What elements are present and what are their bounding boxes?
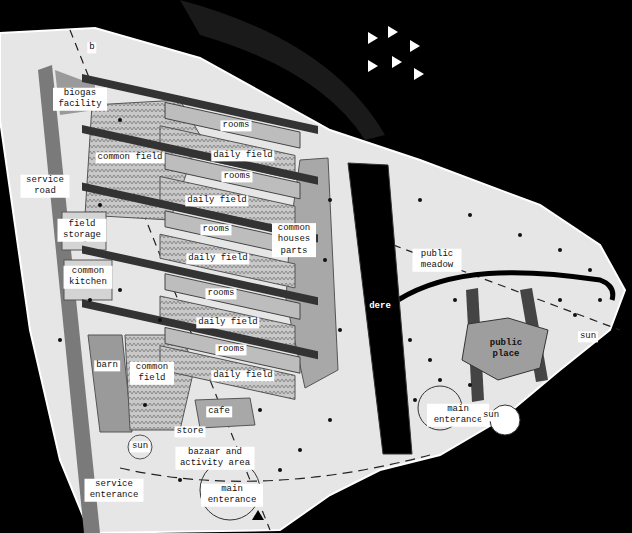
tree-dot — [453, 298, 457, 302]
plan-label: rooms — [200, 224, 231, 235]
tree-dot — [278, 468, 282, 472]
plan-label: b — [87, 42, 96, 53]
plan-label: field storage — [58, 219, 107, 242]
dashed-axis — [380, 240, 620, 330]
plan-label: sun — [578, 331, 598, 342]
tree-dot — [88, 298, 92, 302]
tree-dot — [328, 198, 332, 202]
tree-dot — [413, 398, 417, 402]
dark-bar — [82, 125, 318, 185]
tree-dot — [328, 418, 332, 422]
tree-dot — [468, 383, 472, 387]
area-label: dere — [369, 301, 391, 312]
tree-dot — [518, 233, 522, 237]
plan-label: store — [174, 426, 205, 437]
plan-label: common field — [130, 362, 174, 385]
tree-dot — [118, 288, 122, 292]
plan-label: main enterance — [427, 404, 489, 427]
tree-dot — [558, 248, 562, 252]
plan-label: cafe — [206, 406, 232, 417]
plan-label: daily field — [185, 195, 248, 206]
tree-dot — [588, 268, 592, 272]
plan-label: daily field — [196, 317, 259, 328]
triangle — [414, 68, 424, 80]
tree-dot — [558, 298, 562, 302]
triangle — [410, 40, 420, 52]
tree-dot — [573, 313, 577, 317]
tree-dot — [468, 213, 472, 217]
plan-label: daily field — [211, 370, 274, 381]
site-ground — [0, 28, 625, 533]
plan-label: common houses parts — [272, 223, 316, 257]
tree-dot — [418, 198, 422, 202]
node-shape — [462, 318, 548, 380]
tree-dot — [428, 358, 432, 362]
tree-dot — [298, 448, 302, 452]
plan-label: rooms — [205, 288, 236, 299]
plan-label: common kitchen — [64, 266, 113, 289]
dark-bar — [82, 74, 318, 134]
dashed-path — [120, 455, 430, 481]
tree-dot — [258, 408, 262, 412]
plan-label: service road — [21, 175, 70, 198]
plan-label: bazaar and activity area — [176, 447, 255, 470]
plan-label: rooms — [220, 120, 251, 131]
plan-label: rooms — [221, 171, 252, 182]
tree-dot — [323, 258, 327, 262]
plan-label: main enterance — [201, 484, 263, 507]
dark-bar — [82, 299, 318, 359]
cafe-store — [195, 398, 255, 428]
tree-dot — [158, 318, 162, 322]
area-label: public place — [483, 338, 529, 361]
common-kitchen — [64, 260, 112, 300]
plan-label: sun — [130, 441, 150, 452]
sun-circle — [128, 435, 152, 459]
tree-dot — [438, 378, 442, 382]
triangle — [388, 26, 398, 38]
tree-dot — [408, 338, 412, 342]
plan-label: biogas facility — [53, 88, 107, 111]
plan-label: service enterance — [85, 479, 144, 502]
plan-label: public meadow — [413, 249, 462, 272]
public-place-area: public place — [458, 316, 554, 382]
black-block — [390, 475, 410, 525]
tree-dot — [58, 338, 62, 342]
tree-dot — [98, 203, 102, 207]
plan-label: daily field — [186, 253, 249, 264]
tree-dot — [598, 298, 602, 302]
tree-dot — [143, 403, 147, 407]
triangle — [368, 32, 378, 44]
stream-band: dere — [346, 162, 414, 457]
plan-label: daily field — [211, 150, 274, 161]
tree-dot — [178, 478, 182, 482]
plan-label: rooms — [215, 344, 246, 355]
triangle — [392, 56, 402, 68]
plan-label: barn — [94, 360, 120, 371]
tree-dot — [118, 118, 122, 122]
triangle — [252, 510, 264, 520]
plan-label: sun — [481, 410, 501, 421]
tree-dot — [338, 328, 342, 332]
plan-label: common field — [96, 152, 165, 163]
stream — [398, 273, 613, 300]
triangle-marks — [368, 26, 424, 80]
triangle — [368, 60, 378, 72]
node-shape — [348, 163, 412, 454]
